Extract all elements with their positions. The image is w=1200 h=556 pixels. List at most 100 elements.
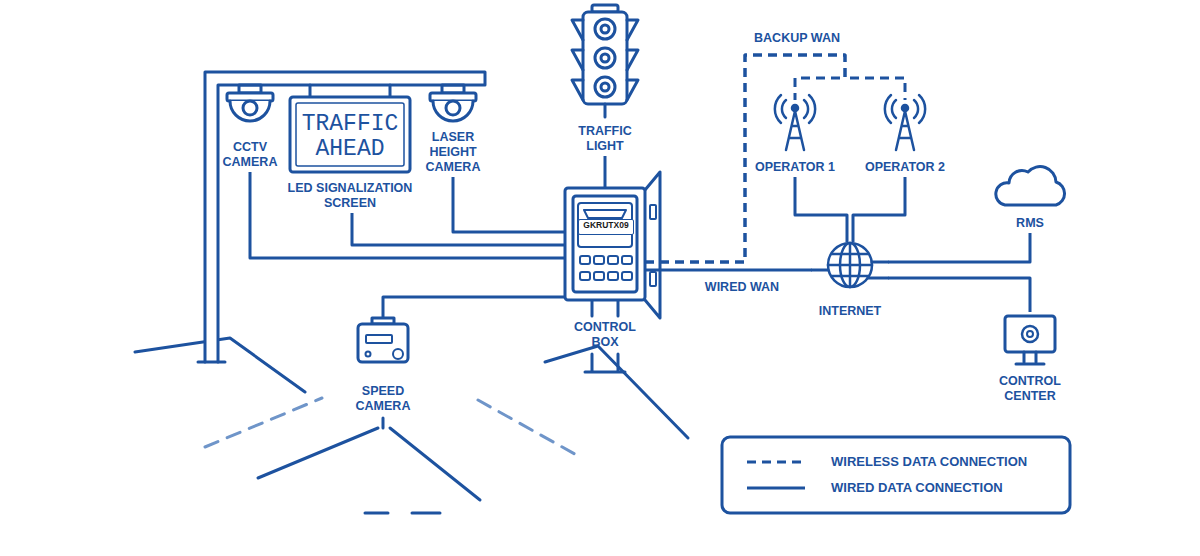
legend-text: WIRELESS DATA CONNECTION xyxy=(831,454,1027,470)
control-box-cabinet xyxy=(580,256,590,264)
laser-camera-icon xyxy=(430,85,476,121)
control-box-cabinet xyxy=(645,172,660,318)
control-box-cabinet xyxy=(608,272,618,280)
speed-camera-icon xyxy=(358,318,408,428)
traffic-light-icon xyxy=(572,20,638,40)
illustration xyxy=(135,5,1070,513)
control-box-cabinet xyxy=(622,272,632,280)
wired-link xyxy=(888,278,1030,312)
link-label: WIRED WAN xyxy=(702,280,782,295)
gantry xyxy=(310,85,390,97)
cctv-camera: CCTV CAMERA xyxy=(218,84,282,172)
laser-camera-icon xyxy=(446,101,460,115)
wired-link xyxy=(604,156,607,188)
device-label: CONTROL BOX xyxy=(565,320,645,350)
road xyxy=(258,428,378,478)
device-label: LASER HEIGHT CAMERA xyxy=(421,130,485,175)
antenna-tower-icon xyxy=(902,105,908,111)
speed-camera-icon xyxy=(393,349,403,359)
device-label: OPERATOR 2 xyxy=(859,160,951,175)
control-box-cabinet xyxy=(622,256,632,264)
road xyxy=(365,512,440,515)
cctv-camera-icon xyxy=(243,101,257,115)
control-box: CONTROL BOXGKRUTX09 xyxy=(565,188,645,352)
rms-cloud: RMS xyxy=(999,162,1061,233)
speed-camera-icon xyxy=(358,324,408,362)
traffic-light-icon xyxy=(604,104,607,117)
road xyxy=(135,338,688,513)
control-box-cabinet xyxy=(565,188,645,300)
gantry xyxy=(198,361,225,364)
control-box-cabinet xyxy=(578,203,632,247)
led-screen: TRAFFIC AHEAD LED SIGNALIZATION SCREEN xyxy=(280,95,420,213)
cloud-icon xyxy=(996,167,1065,205)
globe-icon xyxy=(812,262,888,278)
wired-link xyxy=(250,172,565,258)
globe-icon xyxy=(828,243,872,287)
wired-link xyxy=(383,297,565,318)
antenna-tower-icon xyxy=(792,105,798,111)
control-box-cabinet xyxy=(565,172,660,372)
device-label: OPERATOR 1 xyxy=(749,160,841,175)
wired-link xyxy=(352,213,565,245)
gantry xyxy=(205,72,485,362)
legend-frame xyxy=(722,437,1070,513)
device-label: TRAFFIC LIGHT xyxy=(565,124,645,154)
speed-camera-icon xyxy=(366,335,392,343)
globe-icon xyxy=(828,243,872,287)
internet-globe: INTERNET xyxy=(812,242,888,321)
road xyxy=(205,398,322,447)
legend-text: WIRED DATA CONNECTION xyxy=(831,480,1003,496)
road xyxy=(135,338,305,392)
traffic-light-icon xyxy=(601,83,609,91)
device-label: CONTROL CENTER xyxy=(987,374,1073,404)
control-box-cabinet xyxy=(650,272,656,286)
laser-camera-icon xyxy=(433,101,473,121)
led-screen-frame xyxy=(290,97,410,172)
traffic-light-icon xyxy=(583,12,627,104)
monitor-icon xyxy=(1027,331,1033,337)
control-center: CONTROL CENTER xyxy=(987,312,1073,406)
operator-tower: OPERATOR 1 xyxy=(749,100,841,177)
led-screen-frame xyxy=(296,103,404,166)
traffic-light-icon xyxy=(595,48,615,68)
device-label: RMS xyxy=(999,216,1061,231)
link-label: BACKUP WAN xyxy=(751,31,843,46)
gantry xyxy=(198,72,485,362)
legend-line xyxy=(747,461,805,464)
legend-sample xyxy=(745,452,807,472)
antenna-tower-icon xyxy=(896,111,914,150)
wireless-link xyxy=(645,55,905,262)
road xyxy=(390,428,480,500)
wired-link xyxy=(453,177,565,232)
cctv-camera-icon xyxy=(230,101,270,121)
traffic-light: TRAFFIC LIGHT xyxy=(565,8,645,156)
device-label: INTERNET xyxy=(812,304,888,319)
device-label: SPEED CAMERA xyxy=(345,384,421,414)
globe-icon xyxy=(812,243,888,287)
control-box-cabinet xyxy=(580,256,632,280)
traffic-light-icon xyxy=(572,5,638,117)
wired-link xyxy=(645,269,812,272)
operator-tower: OPERATOR 2 xyxy=(859,100,951,177)
control-box-cabinet xyxy=(584,210,626,218)
control-box-cabinet xyxy=(573,196,637,292)
screen-message: TRAFFIC AHEAD xyxy=(280,112,420,163)
device-label: LED SIGNALIZATION SCREEN xyxy=(280,181,420,211)
antenna-tower-icon xyxy=(786,111,804,150)
speed-camera-icon xyxy=(366,352,371,357)
control-box-cabinet xyxy=(585,300,625,372)
speed-camera-icon xyxy=(382,418,385,428)
cloud-icon xyxy=(996,167,1065,205)
monitor-icon xyxy=(1016,352,1044,364)
control-box-cabinet xyxy=(594,256,604,264)
legend-line xyxy=(747,487,805,490)
traffic-light-icon xyxy=(595,77,615,97)
antenna-tower-icon xyxy=(775,95,925,150)
traffic-light-icon xyxy=(601,25,609,33)
